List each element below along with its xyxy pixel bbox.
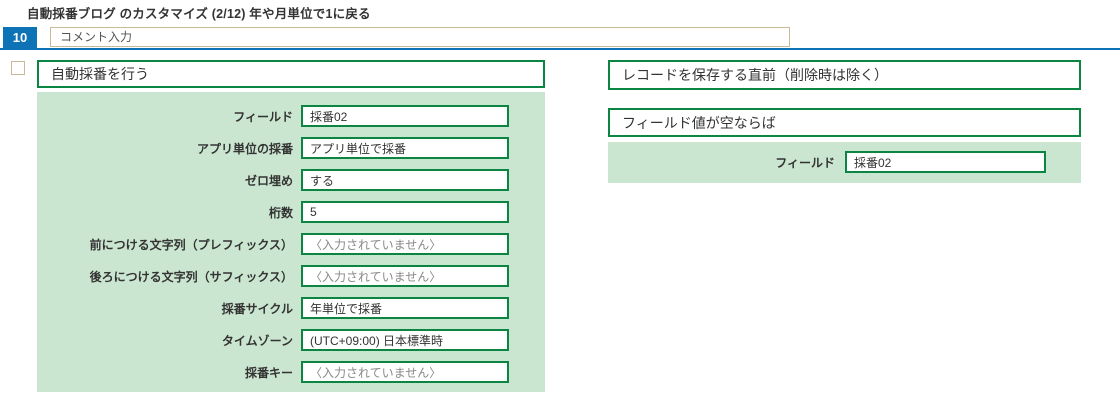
config-row-field: フィールド 採番02: [37, 105, 545, 127]
condition-row-field: フィールド 採番02: [608, 151, 1081, 173]
numbering-key-label: 採番キー: [244, 365, 293, 380]
step-number-badge: 10: [3, 27, 37, 48]
config-row-cycle: 採番サイクル 年単位で採番: [37, 297, 545, 319]
cycle-label: 採番サイクル: [221, 301, 293, 316]
condition-panel-body: フィールド 採番02: [608, 142, 1081, 183]
config-row-digits: 桁数 5: [37, 201, 545, 223]
condition-field-label: フィールド: [775, 155, 835, 170]
section-divider: [0, 48, 1120, 50]
condition-panel-title: フィールド値が空ならば: [608, 108, 1081, 137]
auto-numbering-panel: 自動採番を行う フィールド 採番02 アプリ単位の採番 アプリ単位で採番 ゼロ埋…: [37, 60, 545, 392]
field-value[interactable]: 採番02: [301, 105, 509, 127]
auto-numbering-panel-body: フィールド 採番02 アプリ単位の採番 アプリ単位で採番 ゼロ埋め する 桁数 …: [37, 92, 545, 392]
event-panel-title: レコードを保存する直前（削除時は除く）: [608, 60, 1081, 90]
config-row-prefix: 前につける文字列（プレフィックス） 〈入力されていません〉: [37, 233, 545, 255]
timezone-label: タイムゾーン: [221, 333, 293, 348]
page-title: 自動採番ブログ のカスタマイズ (2/12) 年や月単位で1に戻る: [27, 7, 371, 21]
zero-padding-value[interactable]: する: [301, 169, 509, 191]
config-row-app-unit: アプリ単位の採番 アプリ単位で採番: [37, 137, 545, 159]
condition-field-value[interactable]: 採番02: [845, 151, 1046, 173]
app-unit-value[interactable]: アプリ単位で採番: [301, 137, 509, 159]
timezone-value[interactable]: (UTC+09:00) 日本標準時: [301, 329, 509, 351]
cycle-value[interactable]: 年単位で採番: [301, 297, 509, 319]
config-row-timezone: タイムゾーン (UTC+09:00) 日本標準時: [37, 329, 545, 351]
config-row-zero-padding: ゼロ埋め する: [37, 169, 545, 191]
row-select-checkbox[interactable]: [11, 61, 25, 75]
comment-input[interactable]: [50, 27, 790, 47]
digits-label: 桁数: [268, 205, 293, 220]
auto-numbering-panel-title: 自動採番を行う: [37, 60, 545, 88]
config-row-suffix: 後ろにつける文字列（サフィックス） 〈入力されていません〉: [37, 265, 545, 287]
suffix-label: 後ろにつける文字列（サフィックス）: [89, 269, 293, 284]
trigger-panel: レコードを保存する直前（削除時は除く） フィールド値が空ならば フィールド 採番…: [608, 60, 1081, 183]
suffix-value[interactable]: 〈入力されていません〉: [301, 265, 509, 287]
digits-value[interactable]: 5: [301, 201, 509, 223]
zero-padding-label: ゼロ埋め: [244, 173, 293, 188]
prefix-value[interactable]: 〈入力されていません〉: [301, 233, 509, 255]
prefix-label: 前につける文字列（プレフィックス）: [89, 237, 293, 252]
field-label: フィールド: [233, 109, 293, 124]
numbering-key-value[interactable]: 〈入力されていません〉: [301, 361, 509, 383]
config-row-numbering-key: 採番キー 〈入力されていません〉: [37, 361, 545, 383]
app-unit-label: アプリ単位の採番: [196, 141, 293, 156]
